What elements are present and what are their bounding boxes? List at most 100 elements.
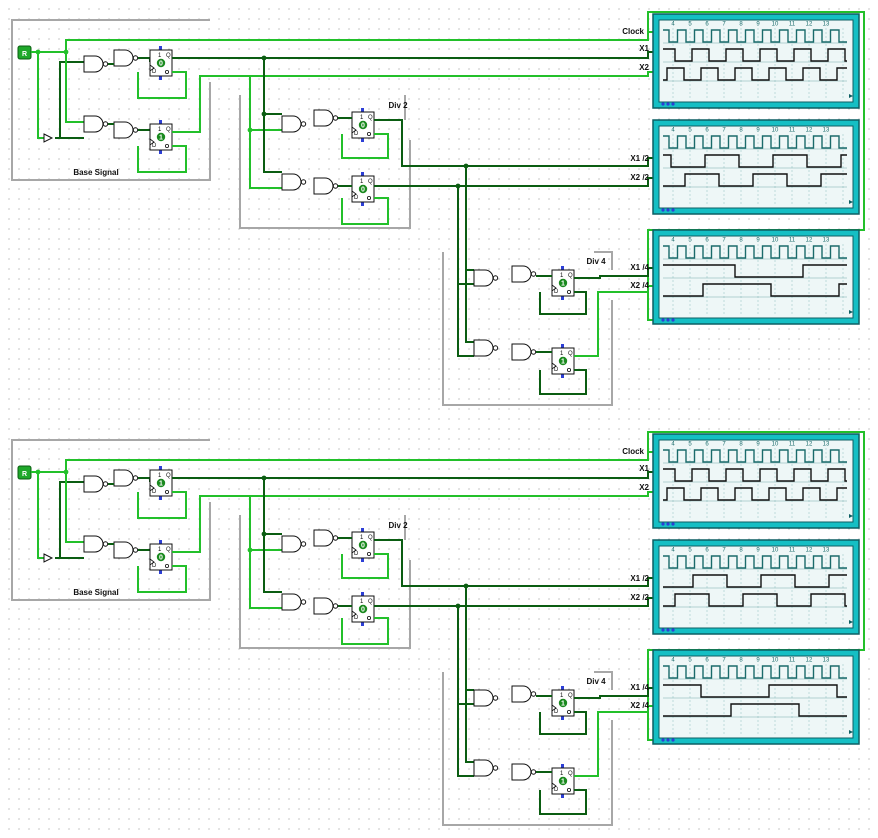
nand-gate-body[interactable] <box>473 689 494 707</box>
scope-tick-label: 8 <box>739 442 743 448</box>
q-bar-bubble <box>164 70 169 75</box>
nand-gate-body[interactable] <box>281 535 302 553</box>
clock-pin-label: R <box>22 51 27 58</box>
ff-label-q: Q <box>166 473 171 479</box>
nand-gate <box>511 343 537 361</box>
scope-trace <box>663 449 847 463</box>
nand-gate <box>511 685 537 703</box>
scope-tick-label: 7 <box>722 548 726 554</box>
nand-gate-body[interactable] <box>281 593 302 611</box>
scope-arrow-icon <box>849 200 853 204</box>
nand-gate-body[interactable] <box>281 173 302 191</box>
scope-tick-label: 10 <box>772 128 779 134</box>
scope-tick-label: 6 <box>705 128 709 134</box>
scope-arrow-icon <box>849 94 853 98</box>
scope-arrow-icon <box>849 620 853 624</box>
wire <box>263 114 282 173</box>
scope-tick-label: 9 <box>756 128 760 134</box>
nand-bubble <box>492 765 499 771</box>
nand-gate-body[interactable] <box>511 763 532 781</box>
nand-bubble <box>102 481 109 487</box>
wire <box>341 617 389 645</box>
nand-gate-body[interactable] <box>511 685 532 703</box>
q-bar-bubble <box>164 564 169 569</box>
nand-bubble <box>300 599 307 605</box>
nand-gate-body[interactable] <box>313 109 334 127</box>
scope-arrow-icon <box>849 730 853 734</box>
clock-input-icon <box>149 484 155 492</box>
scope-tick-label: 11 <box>789 128 796 134</box>
nand-gate-body[interactable] <box>313 177 334 195</box>
nand-gate-body[interactable] <box>473 759 494 777</box>
nand-gate-body[interactable] <box>313 597 334 615</box>
ff-label-d: D <box>554 787 559 793</box>
wire <box>137 145 187 173</box>
nand-gate-body[interactable] <box>473 269 494 287</box>
nand-gate-body[interactable] <box>511 343 532 361</box>
nand-gate-body[interactable] <box>281 115 302 133</box>
ff-label-q: Q <box>166 547 171 553</box>
nand-gate-body[interactable] <box>83 475 104 493</box>
wire <box>137 491 187 519</box>
ff-state-value: 1 <box>561 359 565 366</box>
wire <box>55 481 84 559</box>
scope-trace <box>663 593 847 607</box>
scope-pin <box>671 522 675 526</box>
wire <box>138 477 151 482</box>
clock-input-icon <box>149 64 155 72</box>
wire <box>374 119 655 167</box>
scope-tick-label: 9 <box>756 22 760 28</box>
nand-gate <box>281 535 307 553</box>
nand-gate-body[interactable] <box>83 115 104 133</box>
ff-state-value: 0 <box>159 61 163 68</box>
nand-gate-body[interactable] <box>83 535 104 553</box>
scope-tick-label: 11 <box>789 442 796 448</box>
q-bar-bubble <box>567 710 572 715</box>
q-bar-bubble <box>567 289 572 294</box>
nand-gate-body[interactable] <box>473 339 494 357</box>
scope-tick-label: 6 <box>705 548 709 554</box>
nand-gate-body[interactable] <box>313 529 334 547</box>
scope-tick-label: 13 <box>823 658 830 664</box>
not-gate[interactable] <box>43 553 54 563</box>
nand-gate <box>473 269 499 287</box>
scope-arrow-icon <box>849 514 853 518</box>
pin-set <box>361 108 364 113</box>
nand-gate-body[interactable] <box>113 541 134 559</box>
ff-state-indicator <box>358 184 368 194</box>
nand-bubble <box>300 121 307 127</box>
q-bar-bubble <box>366 616 371 621</box>
wire <box>374 597 655 607</box>
nand-gate-body[interactable] <box>511 265 532 283</box>
wire <box>539 291 587 315</box>
ff-state-value: 0 <box>361 607 365 614</box>
base-signal-label: Base Signal <box>73 588 118 597</box>
ff-label-q: Q <box>568 771 573 777</box>
ff-label-q: Q <box>368 535 373 541</box>
wire <box>137 565 187 593</box>
wire <box>465 586 474 691</box>
wire <box>465 690 474 763</box>
nand-bubble <box>102 61 109 67</box>
scope-tick-label: 12 <box>806 658 813 664</box>
scope-pin <box>671 208 675 212</box>
scope-tick-label: 11 <box>789 22 796 28</box>
scope-tick-label: 7 <box>722 658 726 664</box>
scope-tick-label: 8 <box>739 658 743 664</box>
clock-input-icon <box>351 546 357 554</box>
scope-tick-label: 4 <box>671 22 675 28</box>
nand-gate-body[interactable] <box>113 121 134 139</box>
ff-label-d: D <box>152 563 157 569</box>
pin-reset <box>361 201 364 206</box>
not-gate[interactable] <box>43 133 54 143</box>
ff-state-indicator <box>358 120 368 130</box>
nand-gate-body[interactable] <box>83 55 104 73</box>
nand-gate-body[interactable] <box>113 49 134 67</box>
base-signal-label: Base Signal <box>73 168 118 177</box>
pin-set <box>159 120 162 125</box>
nand-gate-body[interactable] <box>113 469 134 487</box>
wire-junction <box>247 547 253 553</box>
